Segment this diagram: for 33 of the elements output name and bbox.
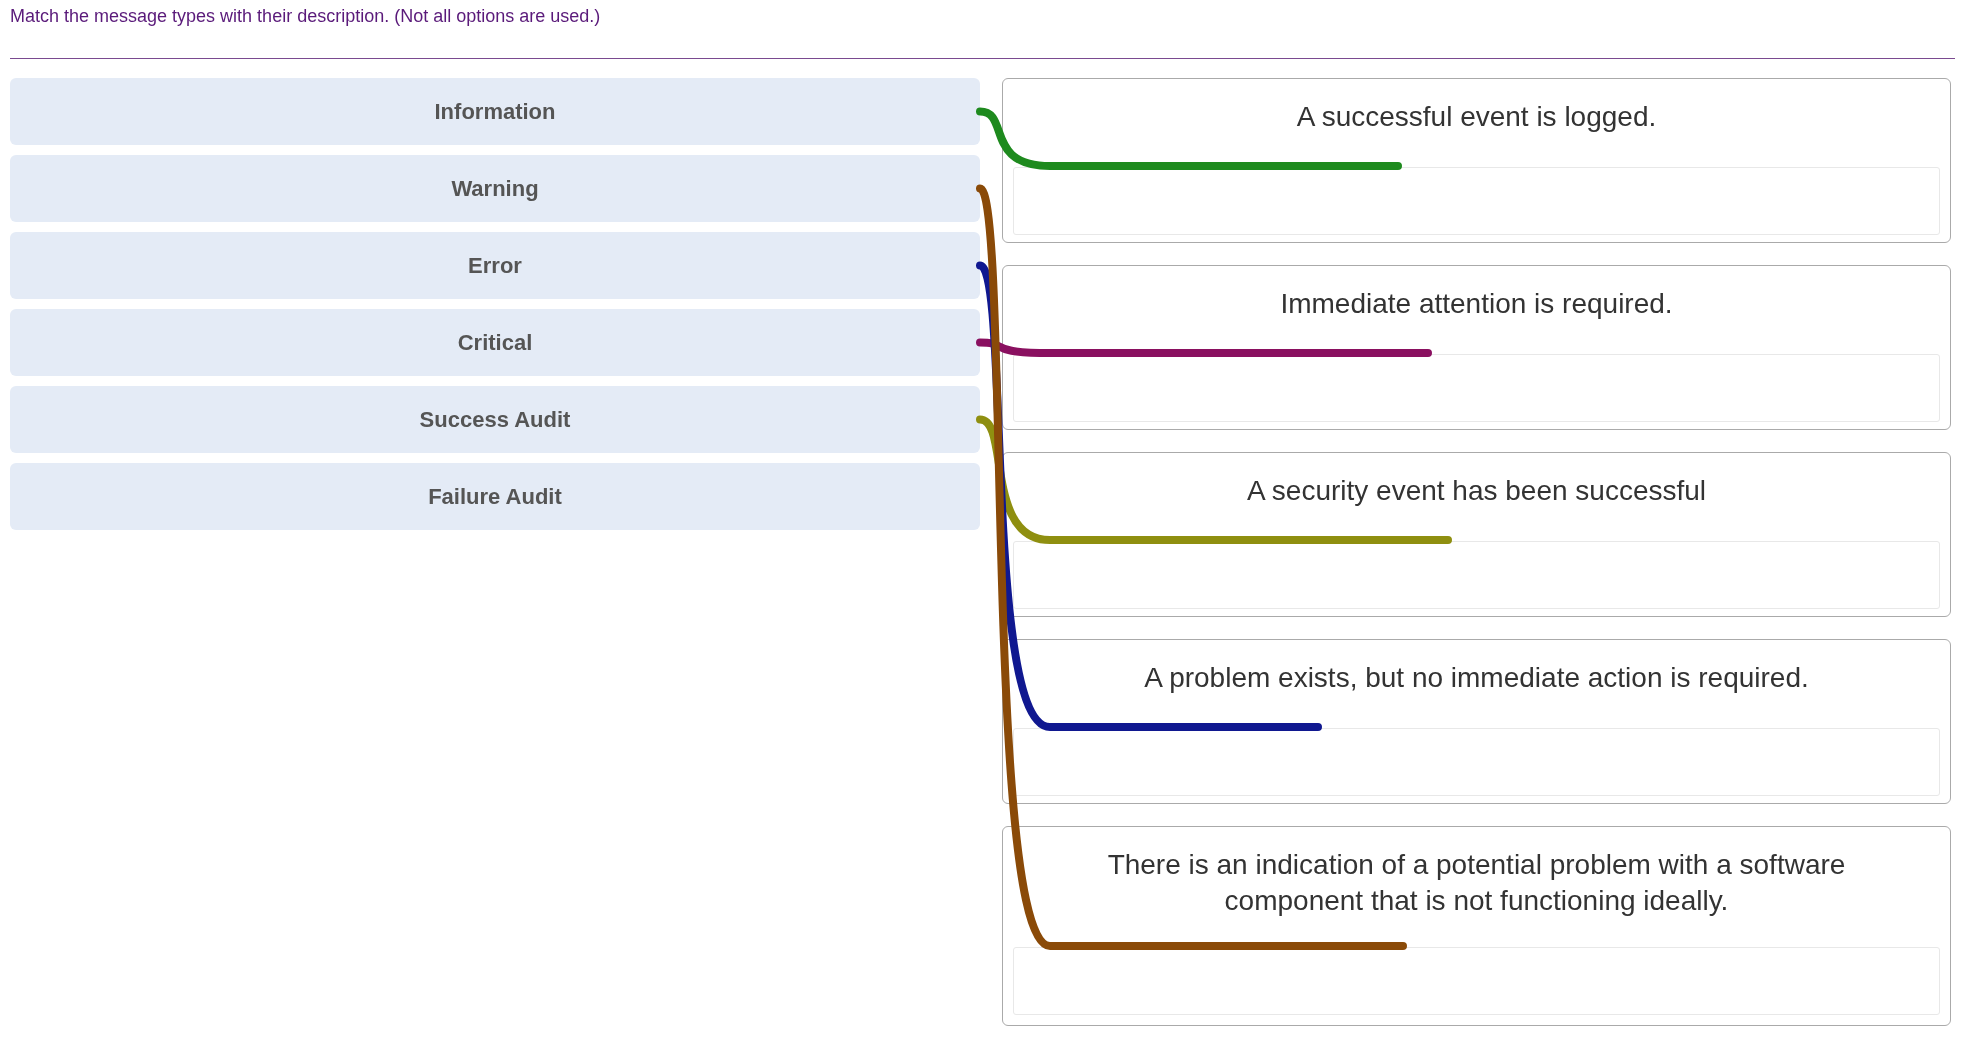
- option-label: Warning: [451, 175, 539, 202]
- option-card: [10, 309, 980, 376]
- option-label: Critical: [457, 329, 533, 356]
- match-line: [976, 415, 1452, 544]
- match-line: [976, 184, 1407, 950]
- drop-zone: [1013, 541, 1940, 609]
- match-line: [976, 338, 1432, 357]
- description-text: There is an indication of a potential problem with a software component that is not functioning ideally.: [1106, 848, 1847, 919]
- option-label: Error: [468, 252, 522, 279]
- description-text: Immediate attention is required.: [1279, 287, 1674, 321]
- option-label: Failure Audit: [428, 483, 562, 510]
- description-text: A security event has been successful: [1245, 474, 1708, 508]
- drop-zone: [1013, 354, 1940, 422]
- description-text: A problem exists, but no immediate action is required.: [1143, 661, 1810, 695]
- drop-zone: [1013, 947, 1940, 1015]
- answer-card: [1002, 826, 1951, 1026]
- answer-card: [1002, 78, 1951, 243]
- option-card: [10, 155, 980, 222]
- option-card: [10, 78, 980, 145]
- option-card: [10, 386, 980, 453]
- match-line: [976, 261, 1322, 731]
- drop-zone: [1013, 728, 1940, 796]
- answer-card: [1002, 265, 1951, 430]
- drop-zone: [1013, 167, 1940, 235]
- description-text: A successful event is logged.: [1295, 100, 1658, 134]
- option-label: Success Audit: [419, 406, 571, 433]
- option-card: [10, 232, 980, 299]
- match-line: [976, 107, 1402, 170]
- option-card: [10, 463, 980, 530]
- answer-card: [1002, 639, 1951, 804]
- option-label: Information: [434, 98, 556, 125]
- answer-card: [1002, 452, 1951, 617]
- instruction-text: Match the message types with their description. (Not all options are used.): [10, 6, 601, 27]
